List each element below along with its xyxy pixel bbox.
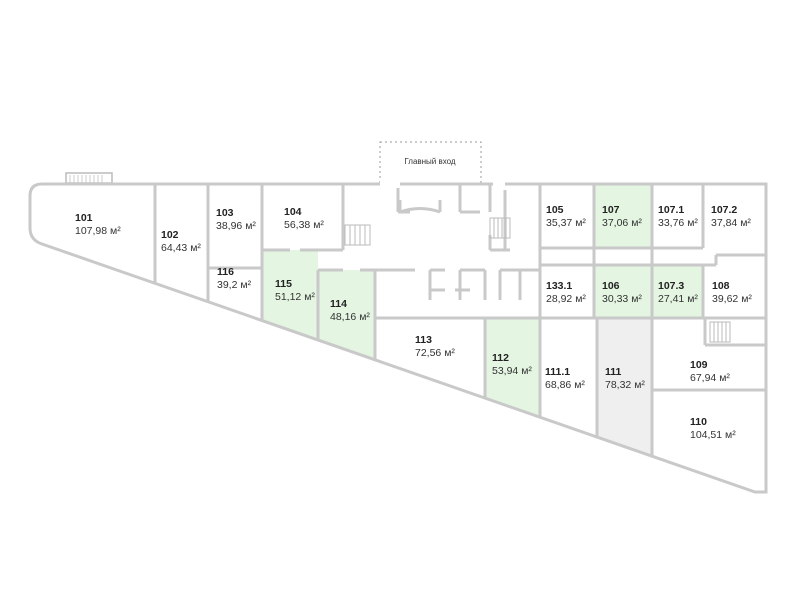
room-116-number: 116 <box>217 266 234 278</box>
room-133-1-area: 28,92 м² <box>546 293 586 305</box>
room-107-2-number: 107.2 <box>711 204 737 216</box>
room-104-area: 56,38 м² <box>284 219 324 231</box>
room-133-1-number: 133.1 <box>546 280 572 292</box>
room-111-1-number: 111.1 <box>545 366 570 378</box>
room-115-area: 51,12 м² <box>275 291 315 303</box>
room-114[interactable] <box>318 270 375 410</box>
room-111-number: 111 <box>605 366 622 378</box>
room-108-number: 108 <box>712 280 730 292</box>
room-105-number: 105 <box>546 204 564 216</box>
room-111-area: 78,32 м² <box>605 379 645 391</box>
room-103-area: 38,96 м² <box>216 220 256 232</box>
room-107-1-area: 33,76 м² <box>658 217 698 229</box>
room-105-area: 35,37 м² <box>546 217 586 229</box>
room-115-number: 115 <box>275 278 292 290</box>
room-106-number: 106 <box>602 280 620 292</box>
room-labels: 101 107,98 м² 102 64,43 м² 103 38,96 м² … <box>75 204 752 441</box>
room-107-number: 107 <box>602 204 620 216</box>
room-113-number: 113 <box>415 334 432 346</box>
room-114-area: 48,16 м² <box>330 311 370 323</box>
room-107-area: 37,06 м² <box>602 217 642 229</box>
room-109-area: 67,94 м² <box>690 372 730 384</box>
room-110-number: 110 <box>690 416 707 428</box>
room-114-number: 114 <box>330 298 347 310</box>
room-102-number: 102 <box>161 229 179 241</box>
room-101-area: 107,98 м² <box>75 225 121 237</box>
room-111-1-area: 68,86 м² <box>545 379 585 391</box>
room-112-number: 112 <box>492 352 509 364</box>
main-entrance-area <box>379 141 482 185</box>
room-112[interactable] <box>485 318 540 438</box>
room-106[interactable] <box>594 265 652 318</box>
interior-walls <box>153 184 766 470</box>
room-107-3-area: 27,41 м² <box>658 293 698 305</box>
room-107[interactable] <box>594 184 652 248</box>
porch-stairs-icon <box>65 172 113 184</box>
room-102-area: 64,43 м² <box>161 242 201 254</box>
room-108-area: 39,62 м² <box>712 293 752 305</box>
room-107-3-number: 107.3 <box>658 280 684 292</box>
exterior-wall <box>28 182 768 494</box>
room-107-3[interactable] <box>652 265 703 318</box>
room-112-area: 53,94 м² <box>492 365 532 377</box>
room-104-number: 104 <box>284 206 302 218</box>
room-107-1-number: 107.1 <box>658 204 684 216</box>
room-110-area: 104,51 м² <box>690 429 736 441</box>
room-101-number: 101 <box>75 212 93 224</box>
room-107-2-area: 37,84 м² <box>711 217 751 229</box>
room-103-number: 103 <box>216 207 234 219</box>
main-entrance-label: Главный вход <box>404 157 456 166</box>
stairs-icon <box>344 217 731 343</box>
room-113-area: 72,56 м² <box>415 347 455 359</box>
room-116-area: 39,2 м² <box>217 279 252 291</box>
room-106-area: 30,33 м² <box>602 293 642 305</box>
room-109-number: 109 <box>690 359 708 371</box>
